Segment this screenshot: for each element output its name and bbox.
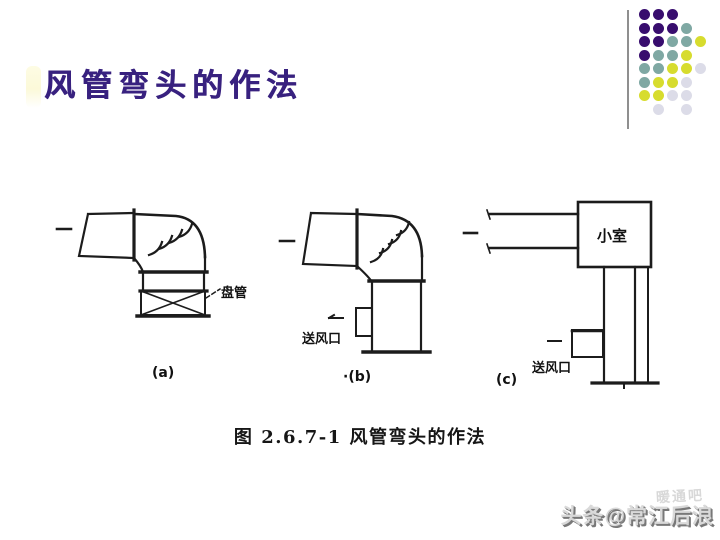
gradient-smudge-artifact <box>26 66 41 108</box>
dot <box>681 36 692 47</box>
dot <box>653 36 664 47</box>
panel-a-diagram: 盘管 (a) <box>55 208 247 381</box>
page-title: 风管弯头的作法 <box>44 68 303 104</box>
dot <box>667 63 678 74</box>
dot <box>653 90 664 101</box>
guide-vanes-a <box>147 222 194 257</box>
dot <box>639 90 650 101</box>
dot <box>653 49 664 61</box>
dot <box>639 22 650 34</box>
vertical-rule-decoration <box>627 10 629 129</box>
guide-vanes-b <box>369 220 411 264</box>
dot <box>681 103 692 115</box>
dot <box>653 103 664 115</box>
dot <box>667 9 678 20</box>
dot <box>667 22 678 34</box>
panel-c-diagram: 小室 送风口 (c) <box>462 200 660 389</box>
outlet-arrow-b <box>327 313 344 320</box>
dot <box>681 63 692 74</box>
supply-outlet-label-b: 送风口 <box>301 331 341 347</box>
dot <box>667 49 678 61</box>
panel-c-caption: (c) <box>496 372 517 388</box>
dot-grid-decoration <box>639 9 714 121</box>
dot <box>639 36 650 47</box>
panel-b-diagram: 送风口 ·(b) <box>278 208 432 385</box>
dot <box>667 76 678 88</box>
dot <box>653 63 664 74</box>
dot <box>681 90 692 101</box>
dot <box>681 76 692 88</box>
panel-a-caption: (a) <box>152 365 174 381</box>
dot <box>639 49 650 61</box>
watermark: 头条@常江后浪 <box>560 505 714 528</box>
supply-outlet-label-c: 送风口 <box>531 360 571 376</box>
dot <box>639 76 650 88</box>
dot <box>681 22 692 34</box>
coil-leader-line <box>204 287 222 300</box>
dot <box>667 90 678 101</box>
chamber-label: 小室 <box>597 227 627 245</box>
dot <box>667 36 678 47</box>
coil-x-symbol <box>139 289 207 317</box>
chamber-box <box>576 200 653 269</box>
dot <box>639 63 650 74</box>
panel-b-caption: ·(b) <box>343 369 371 385</box>
supply-outlet-box-c <box>571 329 604 358</box>
dot <box>681 49 692 61</box>
dot <box>695 36 706 47</box>
dot <box>653 9 664 20</box>
supply-outlet-box-b <box>355 307 373 337</box>
figure-caption: 图 2.6.7-1 风管弯头的作法 <box>233 427 487 448</box>
dot <box>653 22 664 34</box>
coil-label: 盘管 <box>221 285 247 301</box>
dot <box>639 9 650 20</box>
dot <box>653 76 664 88</box>
dot <box>695 63 706 74</box>
